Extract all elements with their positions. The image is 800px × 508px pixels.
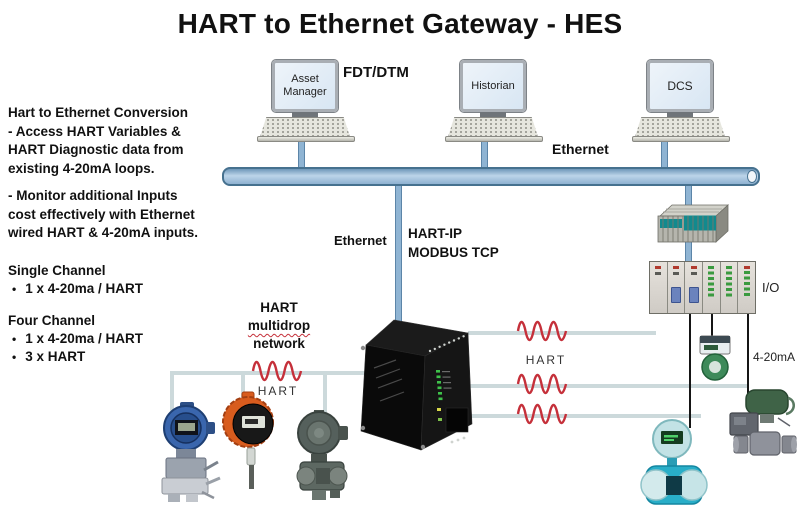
ethernet-label-mid: Ethernet xyxy=(334,233,387,248)
io-rack xyxy=(649,261,756,314)
laptop-screen: Asset Manager xyxy=(272,60,338,112)
description-paragraph-1: - Access HART Variables & HART Diagnosti… xyxy=(8,123,184,176)
hart-drop-line-3 xyxy=(323,371,327,418)
hart-label-left: HART xyxy=(257,384,299,398)
laptop-keyboard xyxy=(635,117,725,137)
dcs-label: DCS xyxy=(667,78,693,93)
hart-multidrop-word3: network xyxy=(253,336,305,351)
single-channel-heading: Single Channel xyxy=(8,263,106,278)
hart-gateway-device xyxy=(360,319,473,451)
laptop-keyboard xyxy=(260,117,350,137)
laptop-hinge xyxy=(667,112,693,117)
protocols-label: HART-IP MODBUS TCP xyxy=(408,226,499,260)
hart-wave-icon xyxy=(516,403,568,425)
gateway-faceplate-text xyxy=(373,359,405,402)
status-led-column xyxy=(436,370,452,401)
description-block-1: Hart to Ethernet Conversion - Access HAR… xyxy=(8,104,248,178)
io-wire-3 xyxy=(747,312,749,394)
hart-wave-icon xyxy=(516,320,568,342)
hart-multidrop-label: HART multidrop network xyxy=(228,299,330,353)
laptop-hinge xyxy=(292,112,318,117)
small-flowmeter xyxy=(699,335,731,381)
ethernet-bus-endcap xyxy=(747,170,757,183)
laptop-screen: DCS xyxy=(647,60,713,112)
bullet-icon: • xyxy=(12,282,17,296)
io-module xyxy=(738,262,756,313)
single-channel-item: 1 x 4-20ma / HART xyxy=(25,281,143,296)
laptop-keyboard xyxy=(448,117,538,137)
hart-line-right-2 xyxy=(468,384,749,388)
pressure-transmitter-gray xyxy=(296,410,348,500)
io-module xyxy=(667,262,686,313)
single-channel-block: Single Channel • 1 x 4-20ma / HART xyxy=(8,262,143,298)
historian-laptop: Historian xyxy=(445,60,543,142)
laptop-screen: Historian xyxy=(460,60,526,112)
plc-controller xyxy=(657,204,730,243)
current-loop-label: 4-20mA xyxy=(753,350,796,364)
temperature-transmitter xyxy=(222,391,274,489)
io-wire-1 xyxy=(689,312,691,428)
bullet-icon: • xyxy=(12,350,17,364)
io-label: I/O xyxy=(762,280,780,295)
io-wire-2 xyxy=(711,312,713,340)
page-title: HART to Ethernet Gateway - HES xyxy=(177,8,623,39)
asset-manager-cable xyxy=(298,138,305,168)
hart-line-right-3 xyxy=(468,414,701,418)
four-channel-item-2: 3 x HART xyxy=(25,349,86,364)
bullet-icon: • xyxy=(12,332,17,346)
io-module xyxy=(703,262,721,313)
fdt-dtm-label: FDT/DTM xyxy=(343,64,409,81)
four-channel-item-1: 1 x 4-20ma / HART xyxy=(25,331,143,346)
hart-drop-line-1 xyxy=(170,371,174,411)
hart-multidrop-line-left xyxy=(170,371,378,375)
historian-cable xyxy=(481,138,488,168)
description-paragraph-2: - Monitor additional Inputs cost effecti… xyxy=(8,188,199,240)
io-module xyxy=(685,262,704,313)
hart-wave-icon xyxy=(516,373,568,395)
hart-drop-line-2 xyxy=(241,371,245,399)
four-channel-block: Four Channel • 1 x 4-20ma / HART • 3 x H… xyxy=(8,312,143,366)
dcs-cable xyxy=(661,138,668,168)
hart-wave-icon xyxy=(251,360,303,382)
ethernet-label-top: Ethernet xyxy=(552,141,609,157)
control-valve xyxy=(729,389,797,456)
historian-label: Historian xyxy=(471,79,515,92)
gateway-ethernet-cable xyxy=(395,181,402,331)
pressure-transmitter-blue xyxy=(161,402,221,502)
asset-manager-laptop: Asset Manager xyxy=(257,60,355,142)
vent-dots xyxy=(428,335,465,353)
io-module xyxy=(650,262,668,313)
four-channel-heading: Four Channel xyxy=(8,313,95,328)
description-heading: Hart to Ethernet Conversion xyxy=(8,105,189,120)
ethernet-bus xyxy=(222,167,760,186)
controller-card-slots xyxy=(662,216,714,242)
io-module xyxy=(720,262,739,313)
hart-label-right: HART xyxy=(525,353,567,367)
hart-multidrop-word1: HART xyxy=(260,300,298,315)
magnetic-flowmeter xyxy=(640,419,708,505)
asset-manager-label: Asset Manager xyxy=(283,73,327,98)
laptop-hinge xyxy=(480,112,506,117)
hart-multidrop-word2: multidrop xyxy=(247,318,311,333)
hart-line-right-1 xyxy=(468,331,656,335)
dcs-laptop: DCS xyxy=(632,60,730,142)
